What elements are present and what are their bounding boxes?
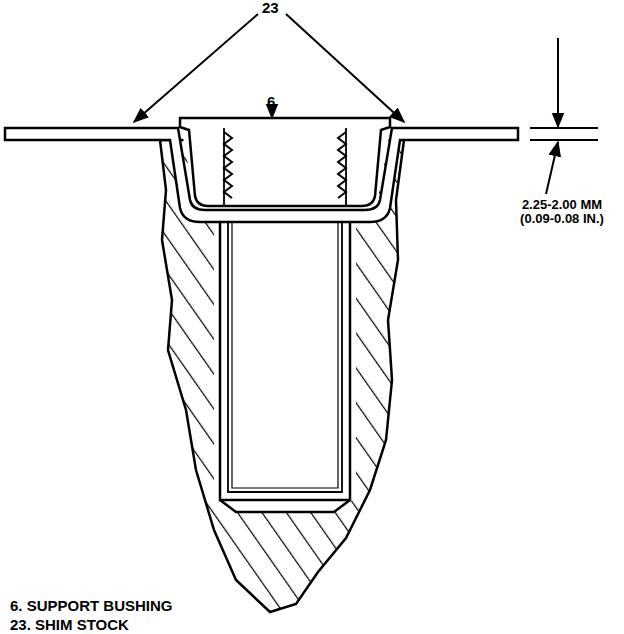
callout-number: 6 [267, 94, 275, 111]
dimension-line [530, 127, 598, 129]
dimension-arrow [557, 38, 559, 127]
legend-entry: 6. SUPPORT BUSHING [10, 598, 173, 615]
leader-line [286, 14, 404, 122]
sleeve [220, 214, 350, 500]
dimension-arrow [546, 142, 558, 194]
sleeve-inner [232, 214, 338, 488]
thread [224, 132, 232, 198]
leader-line [271, 112, 273, 118]
thread [338, 132, 346, 198]
dimension-label: 2.25-2.00 MM (0.09-0.08 IN.) [508, 198, 616, 227]
sleeve-inner [228, 214, 342, 492]
support-bushing [180, 118, 390, 206]
dimension-line [530, 139, 598, 141]
callout-number: 23 [262, 0, 279, 17]
legend-entry: 23. SHIM STOCK [10, 617, 129, 634]
bore-bottom [220, 500, 350, 512]
leader-line [134, 14, 258, 122]
bushing-bore [224, 128, 346, 206]
